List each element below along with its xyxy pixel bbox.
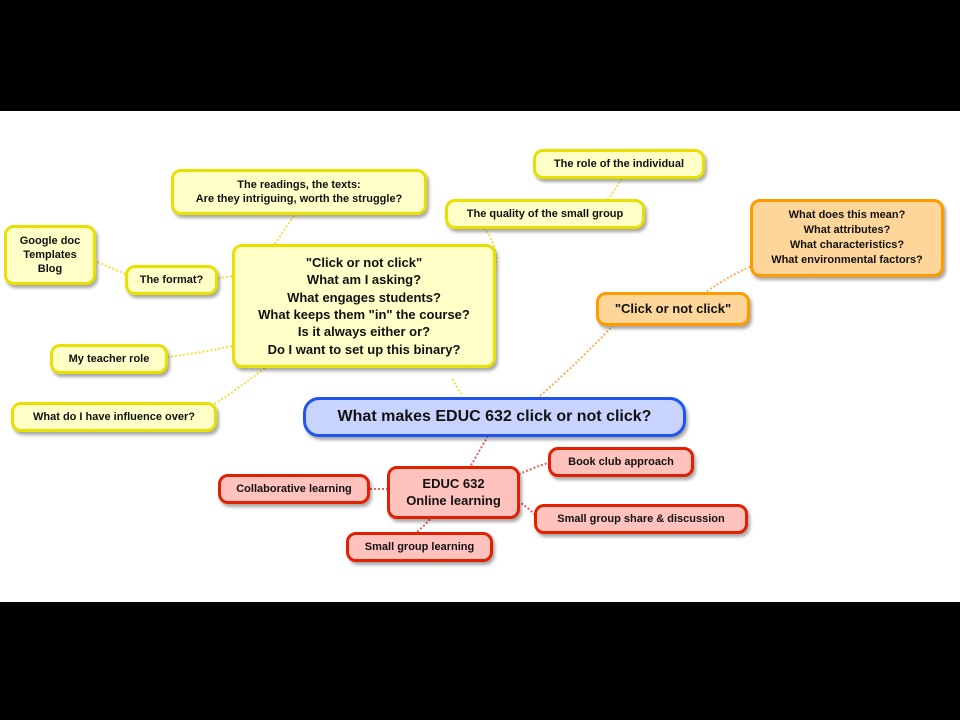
format-text: The format?: [139, 273, 204, 286]
click-or-not-node[interactable]: "Click or not click": [596, 292, 750, 326]
link-main-to-format: [214, 275, 233, 280]
main-question-line: What keeps them "in" the course?: [258, 307, 470, 322]
format-node[interactable]: The format?: [125, 265, 218, 295]
main-question-line: "Click or not click": [305, 255, 423, 271]
google-doc-node[interactable]: Google doc Templates Blog: [4, 225, 96, 285]
main-question-line: What engages students?: [287, 289, 441, 305]
main-question-node[interactable]: "Click or not click" What am I asking? W…: [232, 244, 496, 368]
small-group-learning-text: Small group learning: [364, 540, 475, 553]
link-central-to-click: [539, 322, 616, 397]
central-topic-node[interactable]: What makes EDUC 632 click or not click?: [303, 397, 686, 437]
quality-small-group-node[interactable]: The quality of the small group: [445, 199, 645, 229]
click-or-not-text: "Click or not click": [614, 300, 732, 316]
google-doc-line: Google doc: [19, 234, 81, 247]
link-educ-to-bookclub: [514, 462, 549, 477]
connector-lines: [94, 172, 766, 536]
link-main-to-teacher: [167, 345, 233, 358]
main-question-line: What am I asking?: [306, 272, 422, 288]
meaning-line: What characteristics?: [789, 239, 905, 251]
link-format-to-googledoc: [94, 260, 126, 275]
small-group-learning-node[interactable]: Small group learning: [346, 532, 493, 562]
mind-map-canvas: What makes EDUC 632 click or not click? …: [0, 111, 960, 602]
small-group-share-node[interactable]: Small group share & discussion: [534, 504, 748, 534]
educ-online-node[interactable]: EDUC 632 Online learning: [387, 466, 520, 519]
educ-online-line: Online learning: [406, 492, 501, 508]
book-club-node[interactable]: Book club approach: [548, 447, 694, 477]
main-question-line: Is it always either or?: [297, 324, 431, 340]
google-doc-line: Templates: [23, 248, 77, 261]
meaning-questions-node[interactable]: What does this mean? What attributes? Wh…: [750, 199, 944, 277]
small-group-share-text: Small group share & discussion: [557, 512, 725, 525]
role-of-individual-text: The role of the individual: [553, 157, 685, 170]
link-educ-to-smallgroup: [411, 518, 431, 536]
collaborative-learning-text: Collaborative learning: [236, 482, 352, 495]
teacher-role-text: My teacher role: [68, 352, 150, 365]
link-main-to-influence: [209, 367, 266, 408]
educ-online-line: EDUC 632: [422, 475, 485, 491]
readings-line: Are they intriguing, worth the struggle?: [195, 193, 403, 205]
link-central-to-educ: [469, 435, 489, 468]
influence-node[interactable]: What do I have influence over?: [11, 402, 217, 432]
influence-text: What do I have influence over?: [33, 410, 195, 423]
role-of-individual-node[interactable]: The role of the individual: [533, 149, 705, 179]
readings-node[interactable]: The readings, the texts: Are they intrig…: [171, 169, 427, 215]
readings-line: The readings, the texts:: [237, 178, 361, 191]
meaning-line: What does this mean?: [788, 209, 906, 222]
main-question-line: Do I want to set up this binary?: [267, 341, 461, 357]
link-central-to-main: [451, 378, 463, 396]
teacher-role-node[interactable]: My teacher role: [50, 344, 168, 374]
google-doc-line: Blog: [37, 263, 63, 276]
book-club-text: Book club approach: [568, 455, 674, 468]
meaning-line: What environmental factors?: [771, 253, 923, 266]
central-topic-text: What makes EDUC 632 click or not click?: [337, 407, 652, 425]
quality-small-group-text: The quality of the small group: [466, 207, 624, 220]
collaborative-learning-node[interactable]: Collaborative learning: [218, 474, 370, 504]
meaning-line: What attributes?: [803, 224, 891, 237]
